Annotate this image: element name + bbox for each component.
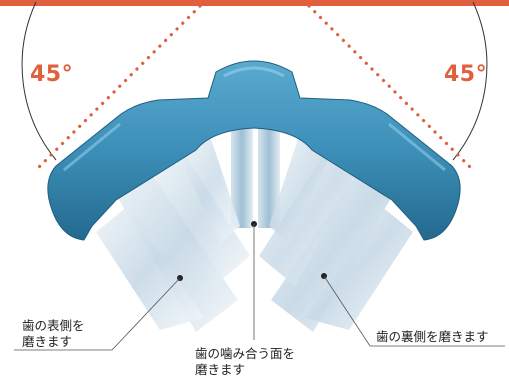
label-bite-line2: 磨きます bbox=[195, 362, 246, 377]
leader-bite bbox=[251, 221, 257, 340]
label-outer-surface: 歯の表側を 磨きます bbox=[22, 318, 85, 350]
left-bristles bbox=[96, 136, 250, 332]
right-bristles bbox=[259, 136, 413, 332]
angle-label-left: 45° bbox=[30, 62, 74, 87]
angle-arc-right bbox=[452, 1, 488, 161]
leader-inner bbox=[321, 273, 505, 347]
leader-outer bbox=[14, 275, 183, 351]
label-inner-surface: 歯の裏側を磨きます bbox=[376, 329, 489, 344]
label-outer-line2: 磨きます bbox=[22, 334, 73, 349]
top-bar bbox=[0, 0, 509, 6]
label-outer-line1: 歯の表側を bbox=[22, 318, 85, 333]
label-biting-surface: 歯の噛み合う面を 磨きます bbox=[195, 346, 295, 378]
angle-guide-right bbox=[307, 4, 477, 174]
angle-arc-left bbox=[21, 1, 57, 161]
center-bristles bbox=[231, 120, 280, 228]
angle-label-right: 45° bbox=[444, 62, 488, 87]
brush-head bbox=[47, 60, 461, 241]
angle-guide-left bbox=[32, 4, 202, 174]
label-bite-line1: 歯の噛み合う面を bbox=[195, 346, 296, 361]
